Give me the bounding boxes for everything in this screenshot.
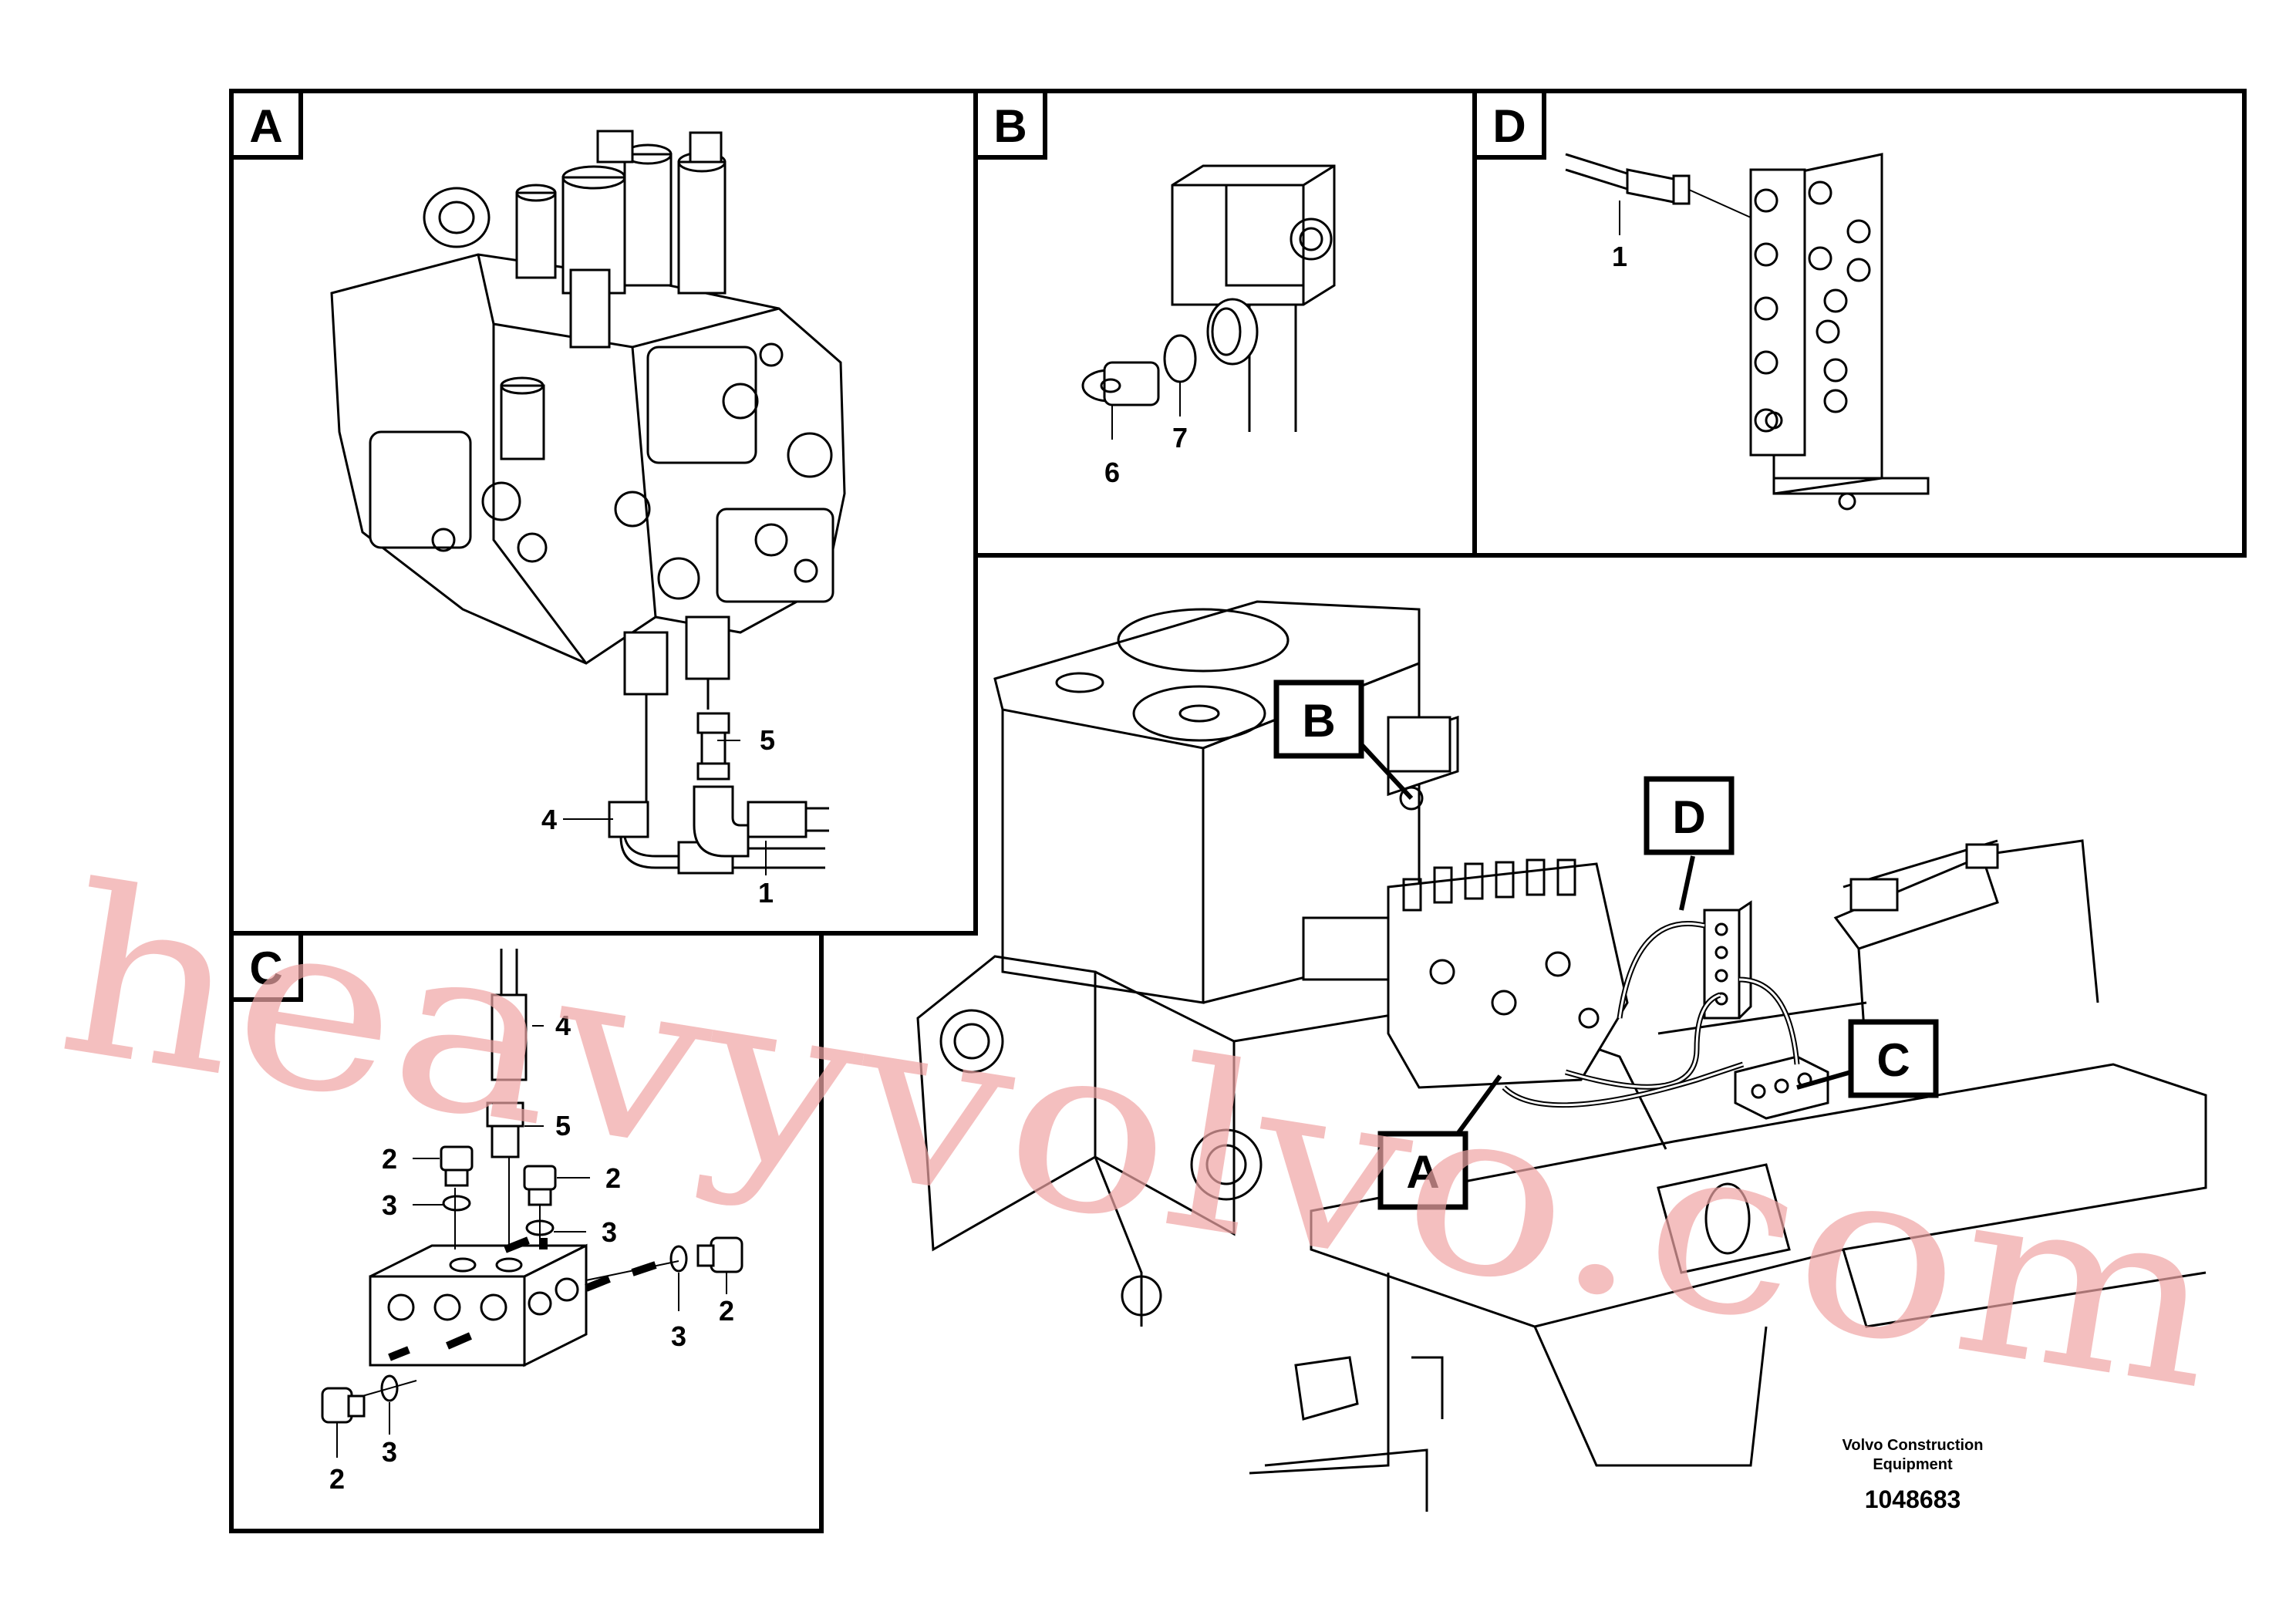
callout-c-3c: 3 (671, 1320, 686, 1352)
panel-label-b: B (973, 89, 1047, 160)
manifold-ports (1754, 180, 1871, 433)
part-7-o-ring (1163, 334, 1197, 383)
callout-a-4: 4 (541, 804, 557, 835)
part-3-o-ring-bottom-left (380, 1374, 399, 1402)
callout-c-3a: 3 (382, 1189, 397, 1221)
valve-assembly-drawing (330, 130, 846, 819)
panel-label-c: C (229, 931, 303, 1002)
svg-text:D: D (1672, 791, 1705, 843)
callout-a-1: 1 (758, 877, 774, 909)
valve-block-drawing (369, 1243, 588, 1367)
svg-text:C: C (1876, 1034, 1910, 1086)
svg-text:D: D (1492, 100, 1526, 152)
overview-tag-b: B (1273, 679, 1364, 759)
svg-text:C: C (249, 943, 282, 994)
part-2-plug-top-right (523, 1165, 557, 1206)
part-5-fitting (696, 712, 730, 781)
part-3-o-ring-right (669, 1245, 688, 1273)
callout-c-2a: 2 (382, 1143, 397, 1175)
callout-c-2b: 2 (605, 1162, 621, 1194)
overview-tag-d: D (1644, 776, 1735, 855)
callout-c-3d: 3 (382, 1436, 397, 1468)
callout-c-3b: 3 (602, 1216, 617, 1248)
callout-d-1: 1 (1612, 241, 1627, 272)
overview-hoses (1502, 921, 1800, 1108)
part-5-fitting-c (486, 1101, 524, 1158)
callout-c-2c: 2 (719, 1295, 734, 1327)
part-4-pipe-c (491, 949, 528, 1081)
svg-text:B: B (1302, 695, 1335, 747)
callout-c-5: 5 (555, 1110, 571, 1141)
callout-b-7: 7 (1172, 422, 1188, 454)
callout-a-5: 5 (760, 724, 775, 756)
footer-manufacturer-line1: Volvo Construction (1843, 1437, 1984, 1454)
footer-drawing-number: 1048683 (1865, 1485, 1961, 1513)
manifold-bracket-drawing (1749, 153, 1930, 511)
panel-b-d-frame (973, 89, 2247, 558)
svg-text:A: A (1406, 1146, 1439, 1198)
part-1-hose-d (1565, 153, 1752, 218)
overview-tag-a: A (1377, 1131, 1468, 1210)
panel-label-a: A (229, 89, 303, 160)
panel-label-d: D (1472, 89, 1546, 160)
solenoid-block-drawing (1171, 164, 1336, 432)
footer-manufacturer-line2: Equipment (1873, 1456, 1953, 1473)
part-2-plug-bottom-left (321, 1387, 366, 1424)
part-1-elbow-hose (693, 785, 829, 858)
overview-leaders (1359, 742, 1852, 1135)
overview-manifold (1703, 900, 1829, 1120)
callout-b-6: 6 (1104, 457, 1120, 488)
overview-valve-cluster (1302, 858, 1629, 1089)
part-2-plug-top-left (440, 1145, 474, 1187)
svg-text:A: A (249, 100, 282, 152)
callout-c-4: 4 (555, 1010, 571, 1041)
part-2-plug-right (696, 1236, 743, 1273)
overview-machine-drawing (916, 600, 2207, 1512)
part-3-o-ring-top-right (525, 1219, 555, 1236)
part-6-plug (1081, 361, 1160, 406)
overview-tag-c: C (1848, 1019, 1939, 1098)
overview-solenoid (1387, 715, 1459, 811)
svg-text:B: B (993, 100, 1027, 152)
callout-c-2d: 2 (329, 1463, 345, 1495)
part-3-o-ring-top-left (442, 1195, 471, 1212)
